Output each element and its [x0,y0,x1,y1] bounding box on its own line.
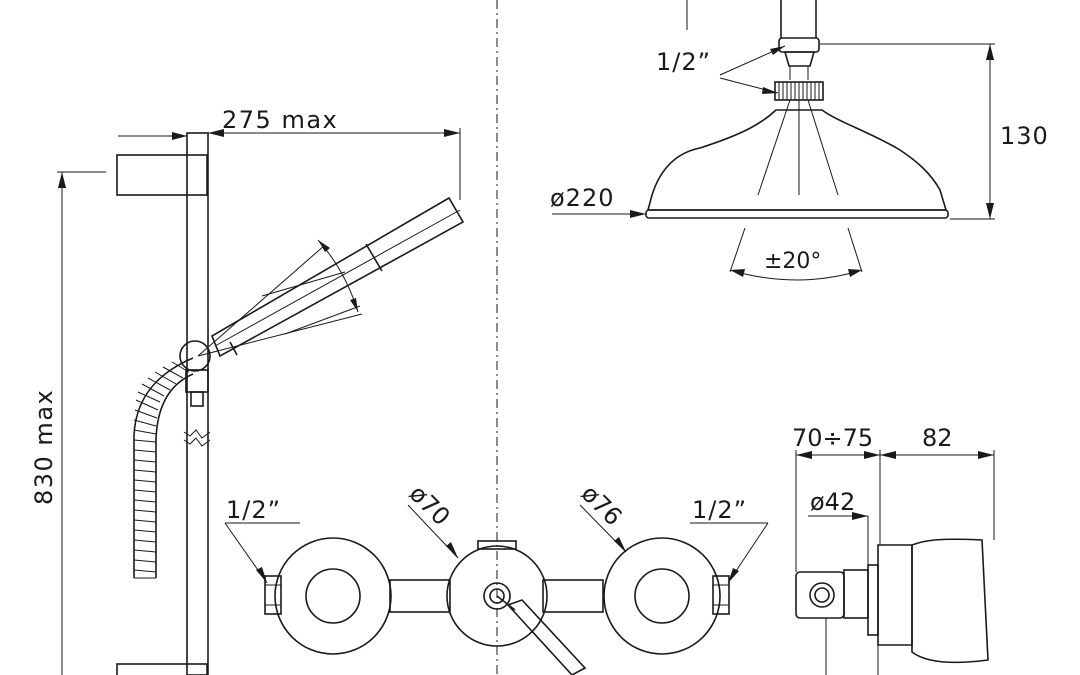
top-thread-label: 1/2” [656,48,711,76]
crystal-handle [911,538,989,664]
head-diameter-label: ø220 [550,184,615,212]
slide-bar-assembly [57,128,465,675]
mixer-valve-assembly [224,504,769,675]
arm-max-label: 275 max [222,106,338,134]
tilt-label: ±20° [764,249,821,274]
left-thread-label: 1/2” [226,496,281,524]
center-valve-body [446,545,548,647]
shower-hose [133,357,194,579]
shower-head-dome [646,109,948,211]
mixer-lever [506,599,587,675]
bar-break [183,429,211,447]
head-height-label: 130 [1000,122,1049,150]
hand-shower [197,196,465,358]
slide-bar [186,132,209,675]
center-diameter-label: ø70 [404,479,456,531]
left-valve-body [274,537,392,655]
top-bracket [116,154,208,196]
valve-side-view [795,450,995,675]
right-inlet [712,575,730,615]
handle-depth-label: 82 [922,424,953,452]
bar-height-label: 830 max [30,389,58,505]
right-valve-body [603,537,721,655]
bottom-bracket [116,663,208,675]
shower-head-assembly [552,0,995,281]
holder-knob [179,340,211,372]
pipe-nut [778,37,820,53]
depth-range-label: 70÷75 [792,424,873,452]
stem-diameter-label: ø42 [810,488,855,516]
right-diameter-label: ø76 [576,479,628,531]
left-inlet [264,575,282,615]
right-thread-label: 1/2” [692,496,747,524]
shower-head-face [645,209,949,219]
slider-holder [185,369,209,393]
